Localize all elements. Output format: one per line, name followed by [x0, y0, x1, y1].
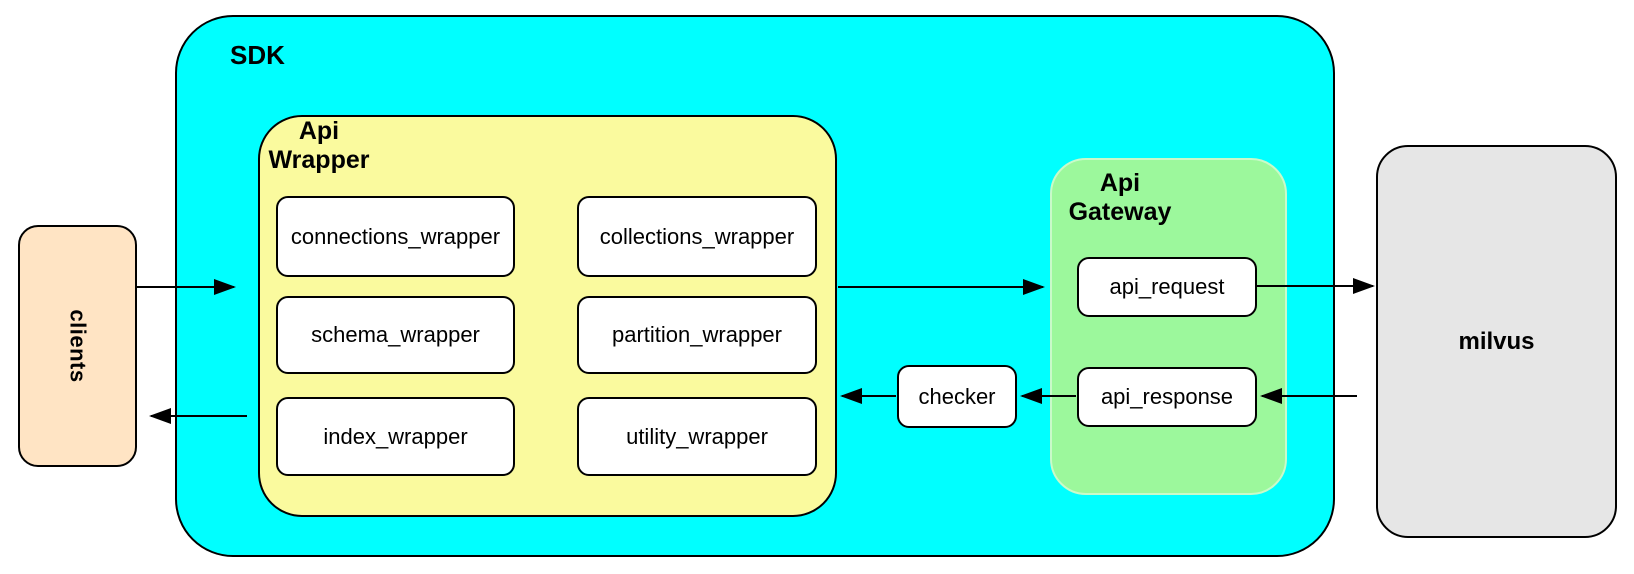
collections-wrapper-label: collections_wrapper: [599, 223, 795, 249]
sdk-container: SDK Api Wrapper connections_wrapper coll…: [175, 15, 1335, 557]
api-wrapper-container: Api Wrapper connections_wrapper collecti…: [258, 115, 837, 517]
api-request-node: api_request: [1077, 257, 1257, 317]
api-gateway-container: Api Gateway api_request api_response: [1050, 158, 1287, 495]
connections-wrapper-node: connections_wrapper: [276, 196, 515, 277]
api-request-label: api_request: [1109, 274, 1225, 299]
utility-wrapper-label: utility_wrapper: [626, 423, 768, 449]
checker-node: checker: [897, 365, 1017, 428]
sdk-label: SDK: [230, 40, 285, 70]
partition-wrapper-node: partition_wrapper: [577, 296, 817, 374]
schema-wrapper-label: schema_wrapper: [311, 322, 480, 347]
api-wrapper-label: Api Wrapper: [268, 117, 370, 174]
index-wrapper-node: index_wrapper: [276, 397, 515, 476]
api-response-label: api_response: [1100, 384, 1234, 409]
api-response-node: api_response: [1077, 367, 1257, 427]
clients-label: clients: [65, 309, 91, 383]
milvus-node: milvus: [1376, 145, 1617, 538]
connections-wrapper-label: connections_wrapper: [290, 223, 501, 249]
api-gateway-label: Api Gateway: [1068, 169, 1172, 226]
partition-wrapper-label: partition_wrapper: [612, 322, 782, 347]
milvus-label: milvus: [1458, 327, 1535, 355]
schema-wrapper-node: schema_wrapper: [276, 296, 515, 374]
clients-node: clients: [18, 225, 137, 467]
index-wrapper-label: index_wrapper: [323, 423, 468, 449]
collections-wrapper-node: collections_wrapper: [577, 196, 817, 277]
checker-label: checker: [918, 383, 996, 409]
utility-wrapper-node: utility_wrapper: [577, 397, 817, 476]
